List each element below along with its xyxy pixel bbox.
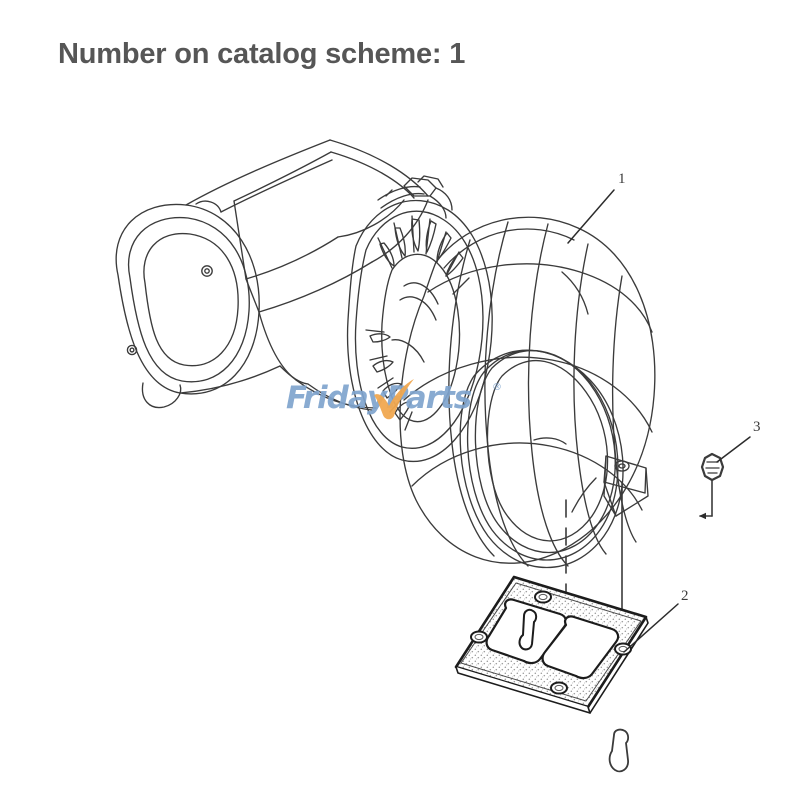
leader-line-1: [567, 189, 615, 244]
page-title: Number on catalog scheme: 1: [58, 38, 466, 70]
mounting-gasket: [454, 575, 649, 714]
callout-number-2: 2: [681, 588, 689, 604]
leader-line-3: [716, 436, 751, 463]
compressor-inlet-duct: [115, 139, 373, 409]
outlet-flange-foot: [571, 455, 649, 517]
callout-number-3: 3: [753, 419, 761, 435]
callout-number-1: 1: [618, 171, 626, 187]
callout-leader-lines: [567, 189, 751, 653]
center-bearing-housing: [295, 139, 429, 411]
v-band-clamp: [377, 175, 453, 219]
loose-stud-bolt: [608, 728, 630, 773]
mounting-stud-bolt: [699, 452, 725, 520]
leader-line-2: [623, 603, 679, 653]
turbine-volute-housing: [399, 216, 656, 568]
